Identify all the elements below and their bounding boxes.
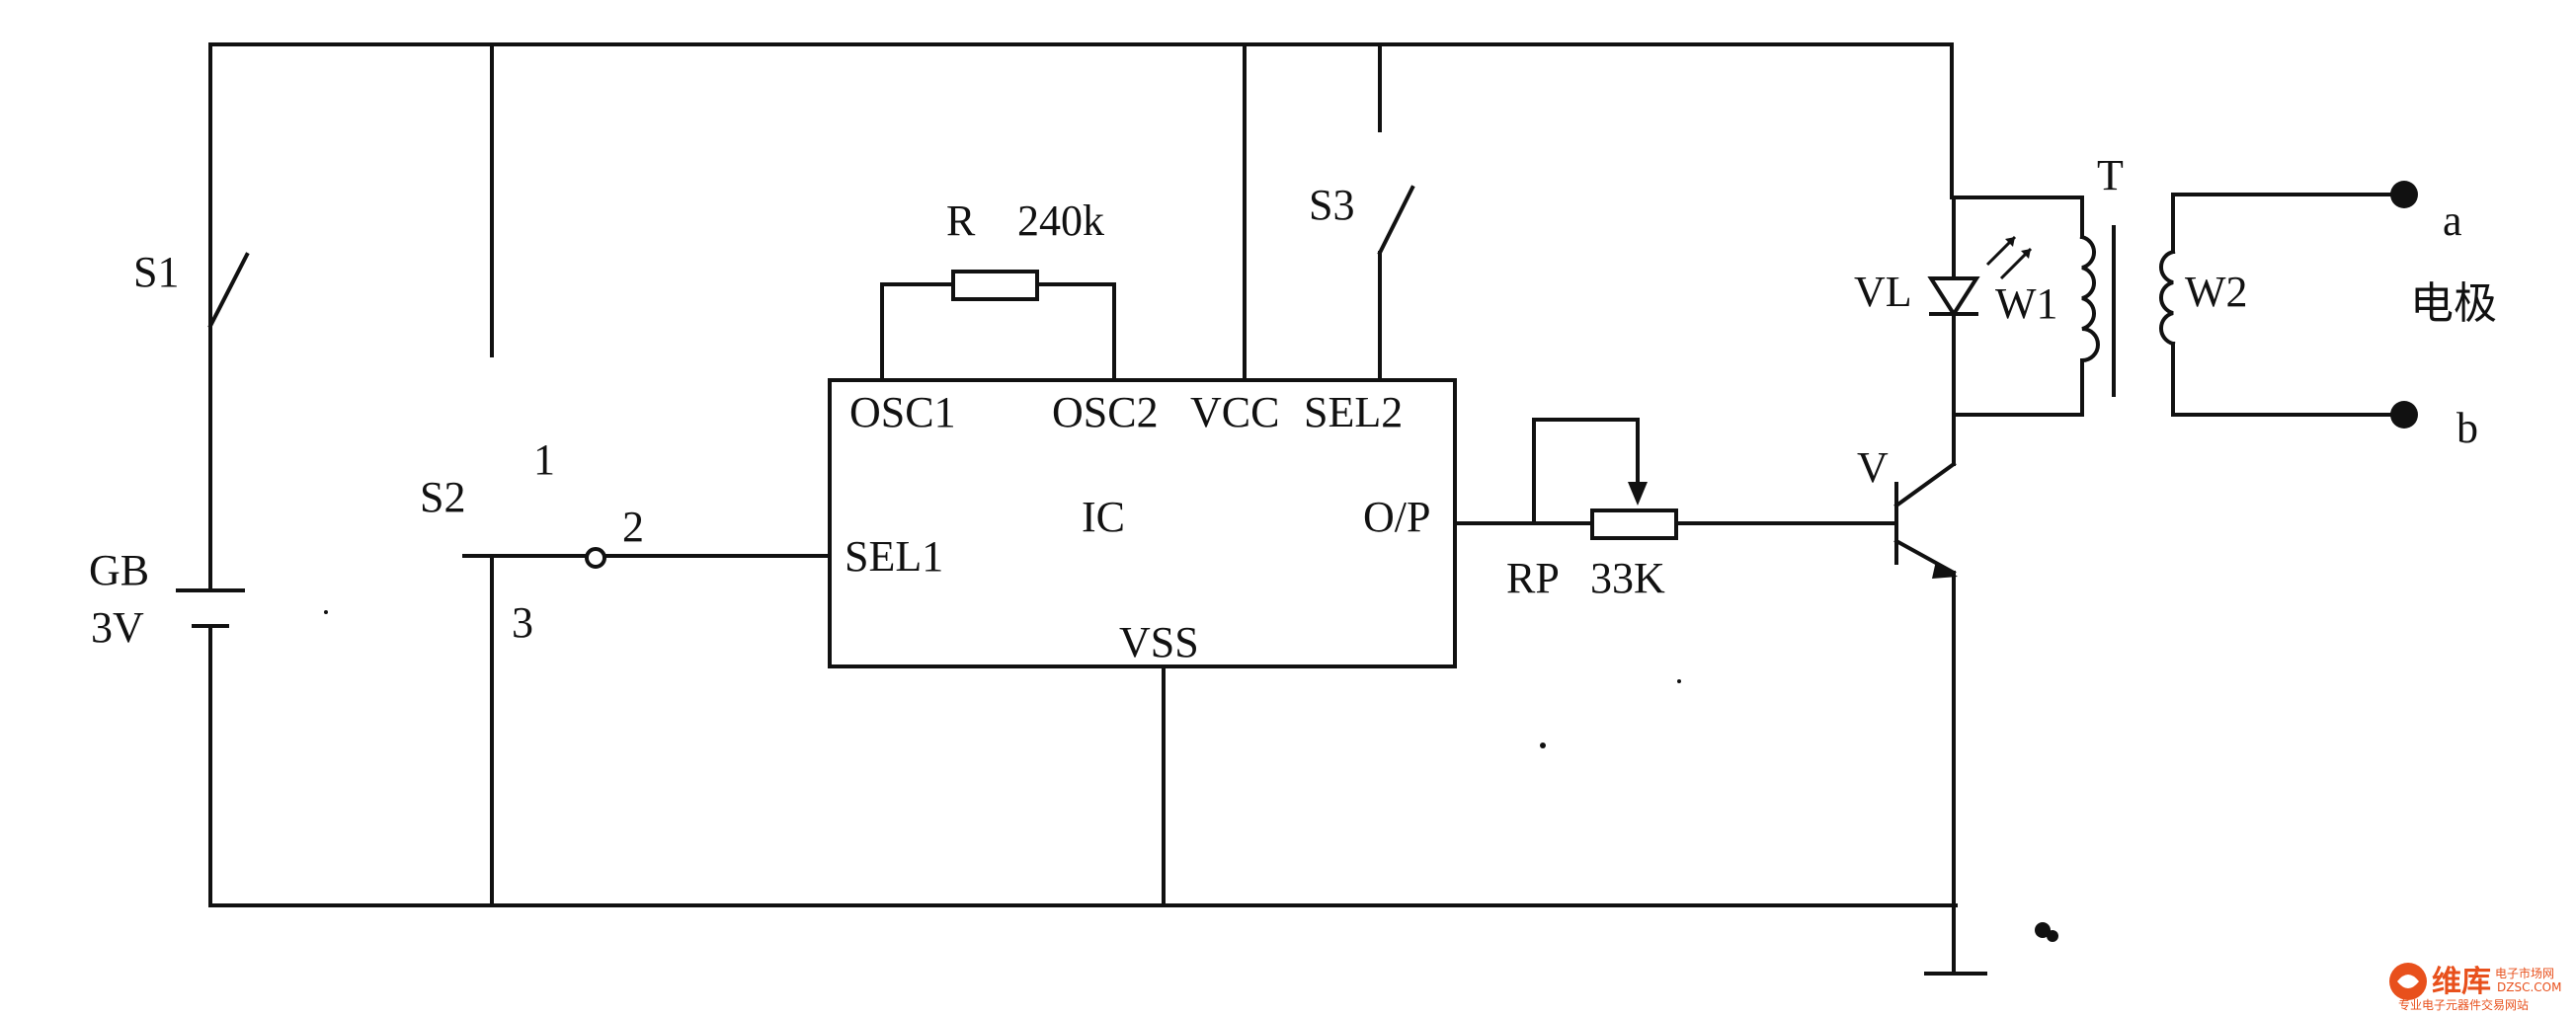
label-s3: S3: [1309, 181, 1354, 229]
label-r-value: 240k: [1017, 196, 1104, 245]
watermark-tagline: 专业电子元器件交易网站: [2398, 997, 2529, 1012]
watermark-brand: 维库: [2432, 965, 2491, 999]
label-b: b: [2456, 404, 2478, 452]
label-r: R: [946, 196, 976, 245]
scan-specks: [324, 610, 2058, 942]
label-s2: S2: [420, 473, 465, 521]
battery-gb: [176, 588, 245, 628]
label-pin1: 1: [533, 435, 555, 484]
main-wires: [208, 42, 1958, 907]
transformer-t: [2079, 181, 2418, 429]
label-electrode: 电极: [2410, 278, 2497, 329]
resistor-r: [880, 270, 1116, 382]
label-sel2: SEL2: [1304, 388, 1403, 436]
label-s1: S1: [133, 248, 179, 296]
switch-s2: [462, 42, 832, 907]
label-v: V: [1857, 443, 1889, 492]
label-vss: VSS: [1119, 618, 1199, 666]
label-pin3: 3: [512, 598, 533, 647]
label-gb-voltage: 3V: [91, 603, 144, 652]
switch-s3: [1377, 42, 1415, 382]
label-w2: W2: [2185, 268, 2248, 316]
label-a: a: [2443, 196, 2462, 245]
label-rp-value: 33K: [1590, 554, 1665, 602]
label-t: T: [2097, 151, 2124, 199]
label-osc2: OSC2: [1052, 388, 1159, 436]
potentiometer-rp: [1453, 418, 1898, 540]
watermark-logo: 维库 电子市场网 DZSC.COM 专业电子元器件交易网站: [2389, 963, 2561, 1012]
switch-s1: [207, 252, 250, 329]
led-vl: [1927, 235, 2033, 318]
label-vl: VL: [1854, 268, 1912, 316]
label-w1: W1: [1995, 279, 2058, 328]
label-vcc: VCC: [1190, 388, 1279, 436]
label-rp: RP: [1506, 554, 1560, 602]
component-labels: S1 S2 S3 GB 3V R 240k OSC1 OSC2 VCC SEL2…: [89, 151, 2497, 666]
label-osc1: OSC1: [849, 388, 956, 436]
watermark-domain: DZSC.COM: [2497, 980, 2561, 994]
watermark-site: 电子市场网: [2495, 966, 2554, 980]
label-pin2: 2: [622, 503, 644, 551]
transistor-v: [1893, 413, 1987, 976]
label-ic: IC: [1082, 493, 1125, 541]
label-gb: GB: [89, 546, 149, 594]
label-op: O/P: [1363, 493, 1430, 541]
label-sel1: SEL1: [845, 532, 943, 581]
